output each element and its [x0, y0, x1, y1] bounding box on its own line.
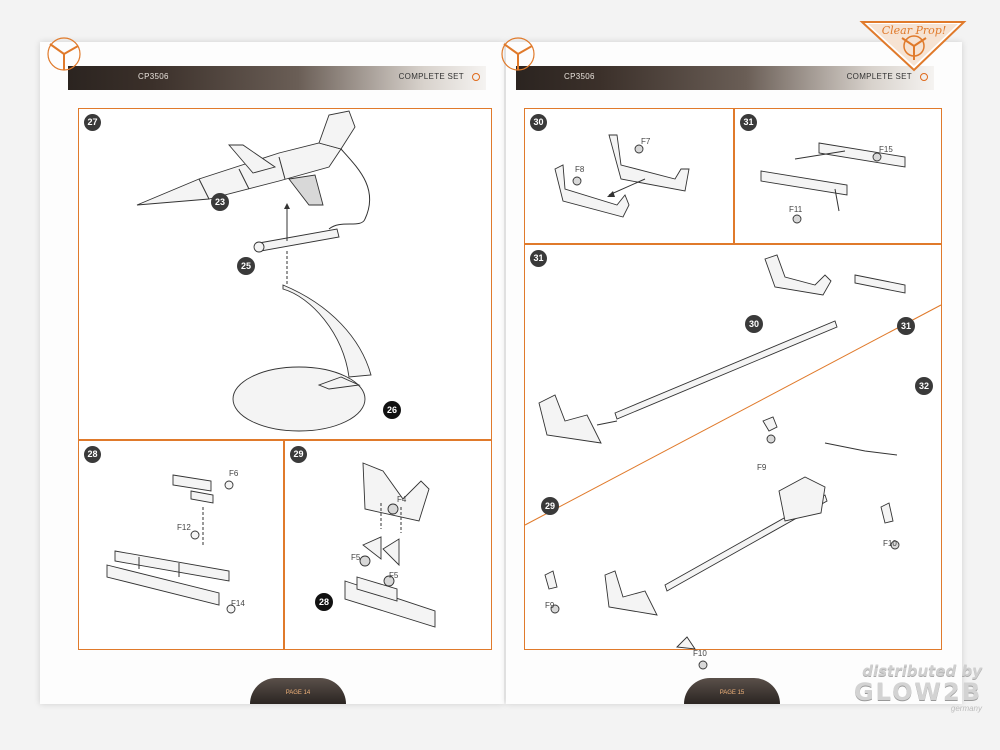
- step-28-panel: 28 F6 F12 F14: [78, 440, 284, 650]
- callout-28: 28: [315, 593, 333, 611]
- watermark-country: germany: [950, 704, 982, 713]
- step-number: 27: [84, 114, 101, 131]
- step-29-panel: 29 F4 F5 F5 28: [284, 440, 492, 650]
- callout-32: 32: [915, 377, 933, 395]
- callout-30: 30: [745, 315, 763, 333]
- page-number: PAGE 14: [285, 690, 311, 696]
- part-tag: F9: [545, 601, 555, 610]
- watermark-line1: distributed by: [862, 662, 982, 680]
- page-number: PAGE 15: [719, 690, 745, 696]
- book-gutter: [500, 42, 510, 704]
- left-page: CP3506 COMPLETE SET 27 23: [40, 37, 504, 704]
- part-tag: F10: [883, 539, 897, 548]
- page-header: CP3506 COMPLETE SET: [516, 66, 934, 90]
- step-number: 31: [740, 114, 757, 131]
- part-tag: F7: [641, 137, 651, 146]
- step-31-panel: 31 F15 F11: [734, 108, 942, 244]
- callout-23: 23: [211, 193, 229, 211]
- part-tag: F5: [351, 553, 361, 562]
- crossbar-assembly-drawing: [760, 142, 906, 224]
- step-number: 31: [530, 250, 547, 267]
- part-tag: F9: [757, 463, 767, 472]
- callout-29: 29: [541, 497, 559, 515]
- right-page: CP3506 COMPLETE SET 30 F7 F8 31 F15: [501, 37, 962, 704]
- part-tag: F12: [177, 523, 191, 532]
- propeller-logo-icon: [47, 37, 81, 71]
- bracket-assembly-drawing: [106, 474, 236, 614]
- page-number-tab: PAGE 15: [684, 678, 780, 704]
- part-tag: F5: [389, 571, 399, 580]
- part-tag: F8: [575, 165, 585, 174]
- logo-text: Clear Prop!: [882, 24, 947, 37]
- header-dot-icon: [920, 73, 928, 81]
- callout-25: 25: [237, 257, 255, 275]
- part-tag: F6: [229, 469, 239, 478]
- watermark-brand: GLOW2B: [853, 678, 982, 706]
- part-tag: F15: [879, 145, 893, 154]
- page-header: CP3506 COMPLETE SET: [68, 66, 486, 90]
- kit-code: CP3506: [564, 72, 595, 81]
- set-title: COMPLETE SET: [398, 72, 464, 81]
- part-tag: F10: [693, 649, 707, 658]
- holder-assembly-drawing: [554, 134, 690, 218]
- header-dot-icon: [472, 73, 480, 81]
- propeller-logo-icon: [501, 37, 535, 71]
- step-31-final-panel: 31 30 31 32 29 F9 F10 F9 F10: [524, 244, 942, 670]
- step-number: 30: [530, 114, 547, 131]
- page-number-tab: PAGE 14: [250, 678, 346, 704]
- callout-31: 31: [897, 317, 915, 335]
- part-tag: F4: [397, 495, 407, 504]
- callout-26: 26: [383, 401, 401, 419]
- display-stand-assembly-drawing: [524, 254, 942, 670]
- step-number: 28: [84, 446, 101, 463]
- part-tag: F14: [231, 599, 245, 608]
- clear-prop-logo: Clear Prop!: [859, 21, 967, 72]
- cradle-assembly-drawing: [344, 462, 436, 628]
- step-number: 29: [290, 446, 307, 463]
- missile-assembly-drawing: [136, 110, 372, 432]
- part-tag: F11: [789, 205, 803, 214]
- step-27-panel: 27 23 25 26: [78, 108, 492, 440]
- step-30-panel: 30 F7 F8: [524, 108, 734, 244]
- distributor-watermark: distributed by GLOW2B germany: [822, 662, 982, 713]
- kit-code: CP3506: [138, 72, 169, 81]
- set-title: COMPLETE SET: [846, 72, 912, 81]
